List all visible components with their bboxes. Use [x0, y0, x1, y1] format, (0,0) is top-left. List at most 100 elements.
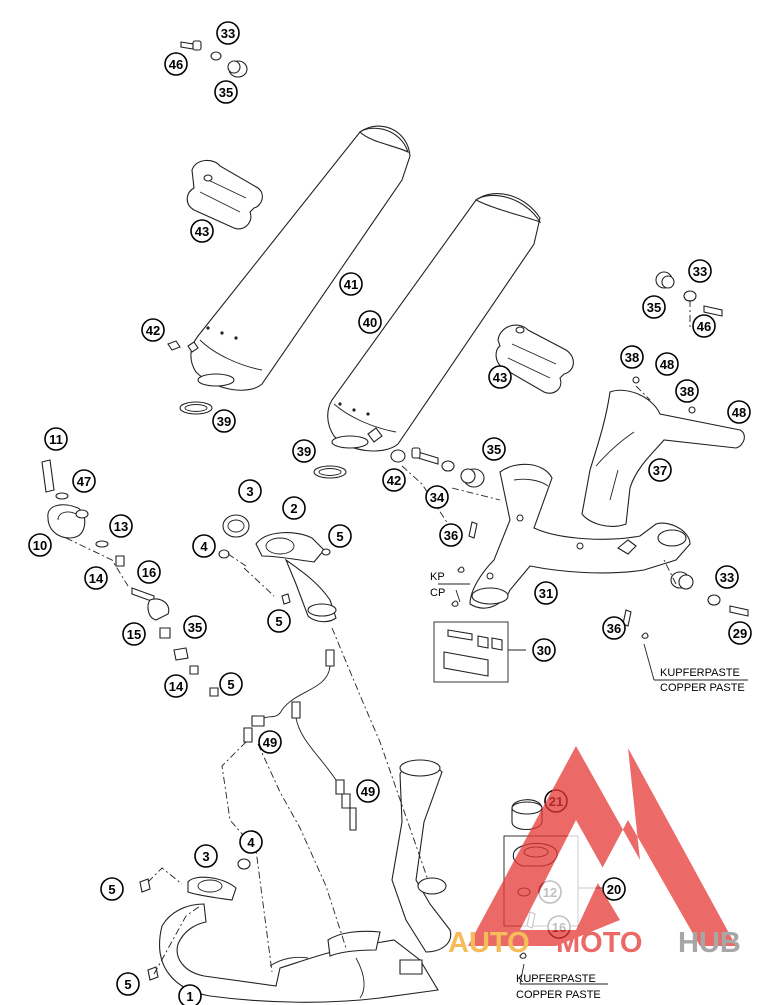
callout-number: 29: [733, 626, 747, 641]
callout-4: 4: [192, 534, 216, 558]
callout-49: 49: [258, 730, 282, 754]
callout-circle: [178, 984, 202, 1005]
callout-circle: [192, 534, 216, 558]
callout-number: 33: [221, 26, 235, 41]
front-flange-upper: [218, 514, 337, 623]
note-copper-paste-bottom: COPPER PASTE: [516, 989, 601, 1001]
callout-circle: [122, 622, 146, 646]
callout-38: 38: [620, 345, 644, 369]
callout-number: 42: [146, 323, 160, 338]
callout-number: 43: [493, 370, 507, 385]
callout-number: 35: [647, 300, 661, 315]
hardware-kit-box: [433, 621, 526, 683]
callout-circle: [292, 439, 316, 463]
callout-number: 39: [297, 444, 311, 459]
callout-number: 5: [227, 677, 234, 692]
callout-number: 33: [693, 264, 707, 279]
callout-number: 33: [720, 570, 734, 585]
callout-number: 38: [625, 350, 639, 365]
callout-20: 20: [602, 877, 626, 901]
callout-42: 42: [382, 468, 406, 492]
callout-circle: [214, 80, 238, 104]
callout-circle: [328, 524, 352, 548]
kp-bolts: [438, 521, 748, 681]
callout-number: 3: [246, 484, 253, 499]
heat-shield: [581, 376, 745, 527]
callout-48: 48: [727, 400, 751, 424]
callout-number: 15: [127, 627, 141, 642]
assembly-lines: [221, 300, 691, 973]
callout-46: 46: [692, 314, 716, 338]
callout-circle: [164, 674, 188, 698]
callout-circle: [116, 972, 140, 996]
note-kp: KP: [430, 571, 445, 583]
hardware-center: [411, 447, 485, 488]
callout-41: 41: [339, 272, 363, 296]
callout-number: 46: [697, 319, 711, 334]
callout-5: 5: [219, 672, 243, 696]
callout-circle: [675, 379, 699, 403]
lambda-sensors: [243, 649, 357, 831]
front-flange-lower: [139, 858, 251, 981]
callout-number: 48: [660, 357, 674, 372]
note-kupferpaste-right: KUPFERPASTE: [660, 667, 740, 679]
callout-number: 47: [77, 474, 91, 489]
callout-number: 39: [217, 414, 231, 429]
callout-3: 3: [194, 844, 218, 868]
callout-40: 40: [358, 310, 382, 334]
callout-number: 4: [247, 835, 255, 850]
callout-47: 47: [72, 469, 96, 493]
callout-number: 46: [169, 57, 183, 72]
callout-35: 35: [183, 615, 207, 639]
callout-number: 40: [363, 315, 377, 330]
callout-circle: [727, 400, 751, 424]
callout-5: 5: [116, 972, 140, 996]
callout-circle: [84, 566, 108, 590]
callout-13: 13: [109, 514, 133, 538]
callout-circle: [183, 615, 207, 639]
callout-circle: [258, 730, 282, 754]
callout-43: 43: [190, 219, 214, 243]
callout-36: 36: [602, 616, 626, 640]
callout-circle: [488, 365, 512, 389]
callout-number: 49: [361, 784, 375, 799]
note-kupferpaste-bottom: KUPFERPASTE: [516, 973, 596, 985]
callout-number: 14: [169, 679, 184, 694]
callout-10: 10: [28, 533, 52, 557]
callout-39: 39: [212, 409, 236, 433]
callout-16: 16: [137, 560, 161, 584]
rear-collector: [469, 463, 691, 609]
callout-number: 41: [344, 277, 358, 292]
callout-circle: [44, 427, 68, 451]
callout-number: 5: [336, 529, 343, 544]
callout-11: 11: [44, 427, 68, 451]
callout-number: 1: [186, 989, 193, 1004]
callout-number: 5: [108, 882, 115, 897]
callout-number: 2: [290, 501, 297, 516]
callout-circle: [219, 672, 243, 696]
callout-34: 34: [425, 485, 449, 509]
callout-number: 42: [387, 473, 401, 488]
watermark-text-moto: MOTO: [556, 927, 642, 959]
watermark-text-hub: HUB: [678, 927, 741, 959]
callout-number: 14: [89, 571, 104, 586]
callout-circle: [164, 52, 188, 76]
callout-15: 15: [122, 622, 146, 646]
callout-number: 31: [539, 586, 553, 601]
callout-43: 43: [488, 365, 512, 389]
callout-33: 33: [688, 259, 712, 283]
callout-14: 14: [164, 674, 188, 698]
callout-35: 35: [482, 437, 506, 461]
callout-circle: [382, 468, 406, 492]
note-copper-paste-right: COPPER PASTE: [660, 682, 745, 694]
callout-4: 4: [239, 830, 263, 854]
callout-circle: [602, 877, 626, 901]
callout-number: 38: [680, 384, 694, 399]
callout-33: 33: [715, 565, 739, 589]
callout-number: 11: [49, 432, 63, 447]
callout-number: 16: [142, 565, 156, 580]
callout-39: 39: [292, 439, 316, 463]
callout-35: 35: [214, 80, 238, 104]
